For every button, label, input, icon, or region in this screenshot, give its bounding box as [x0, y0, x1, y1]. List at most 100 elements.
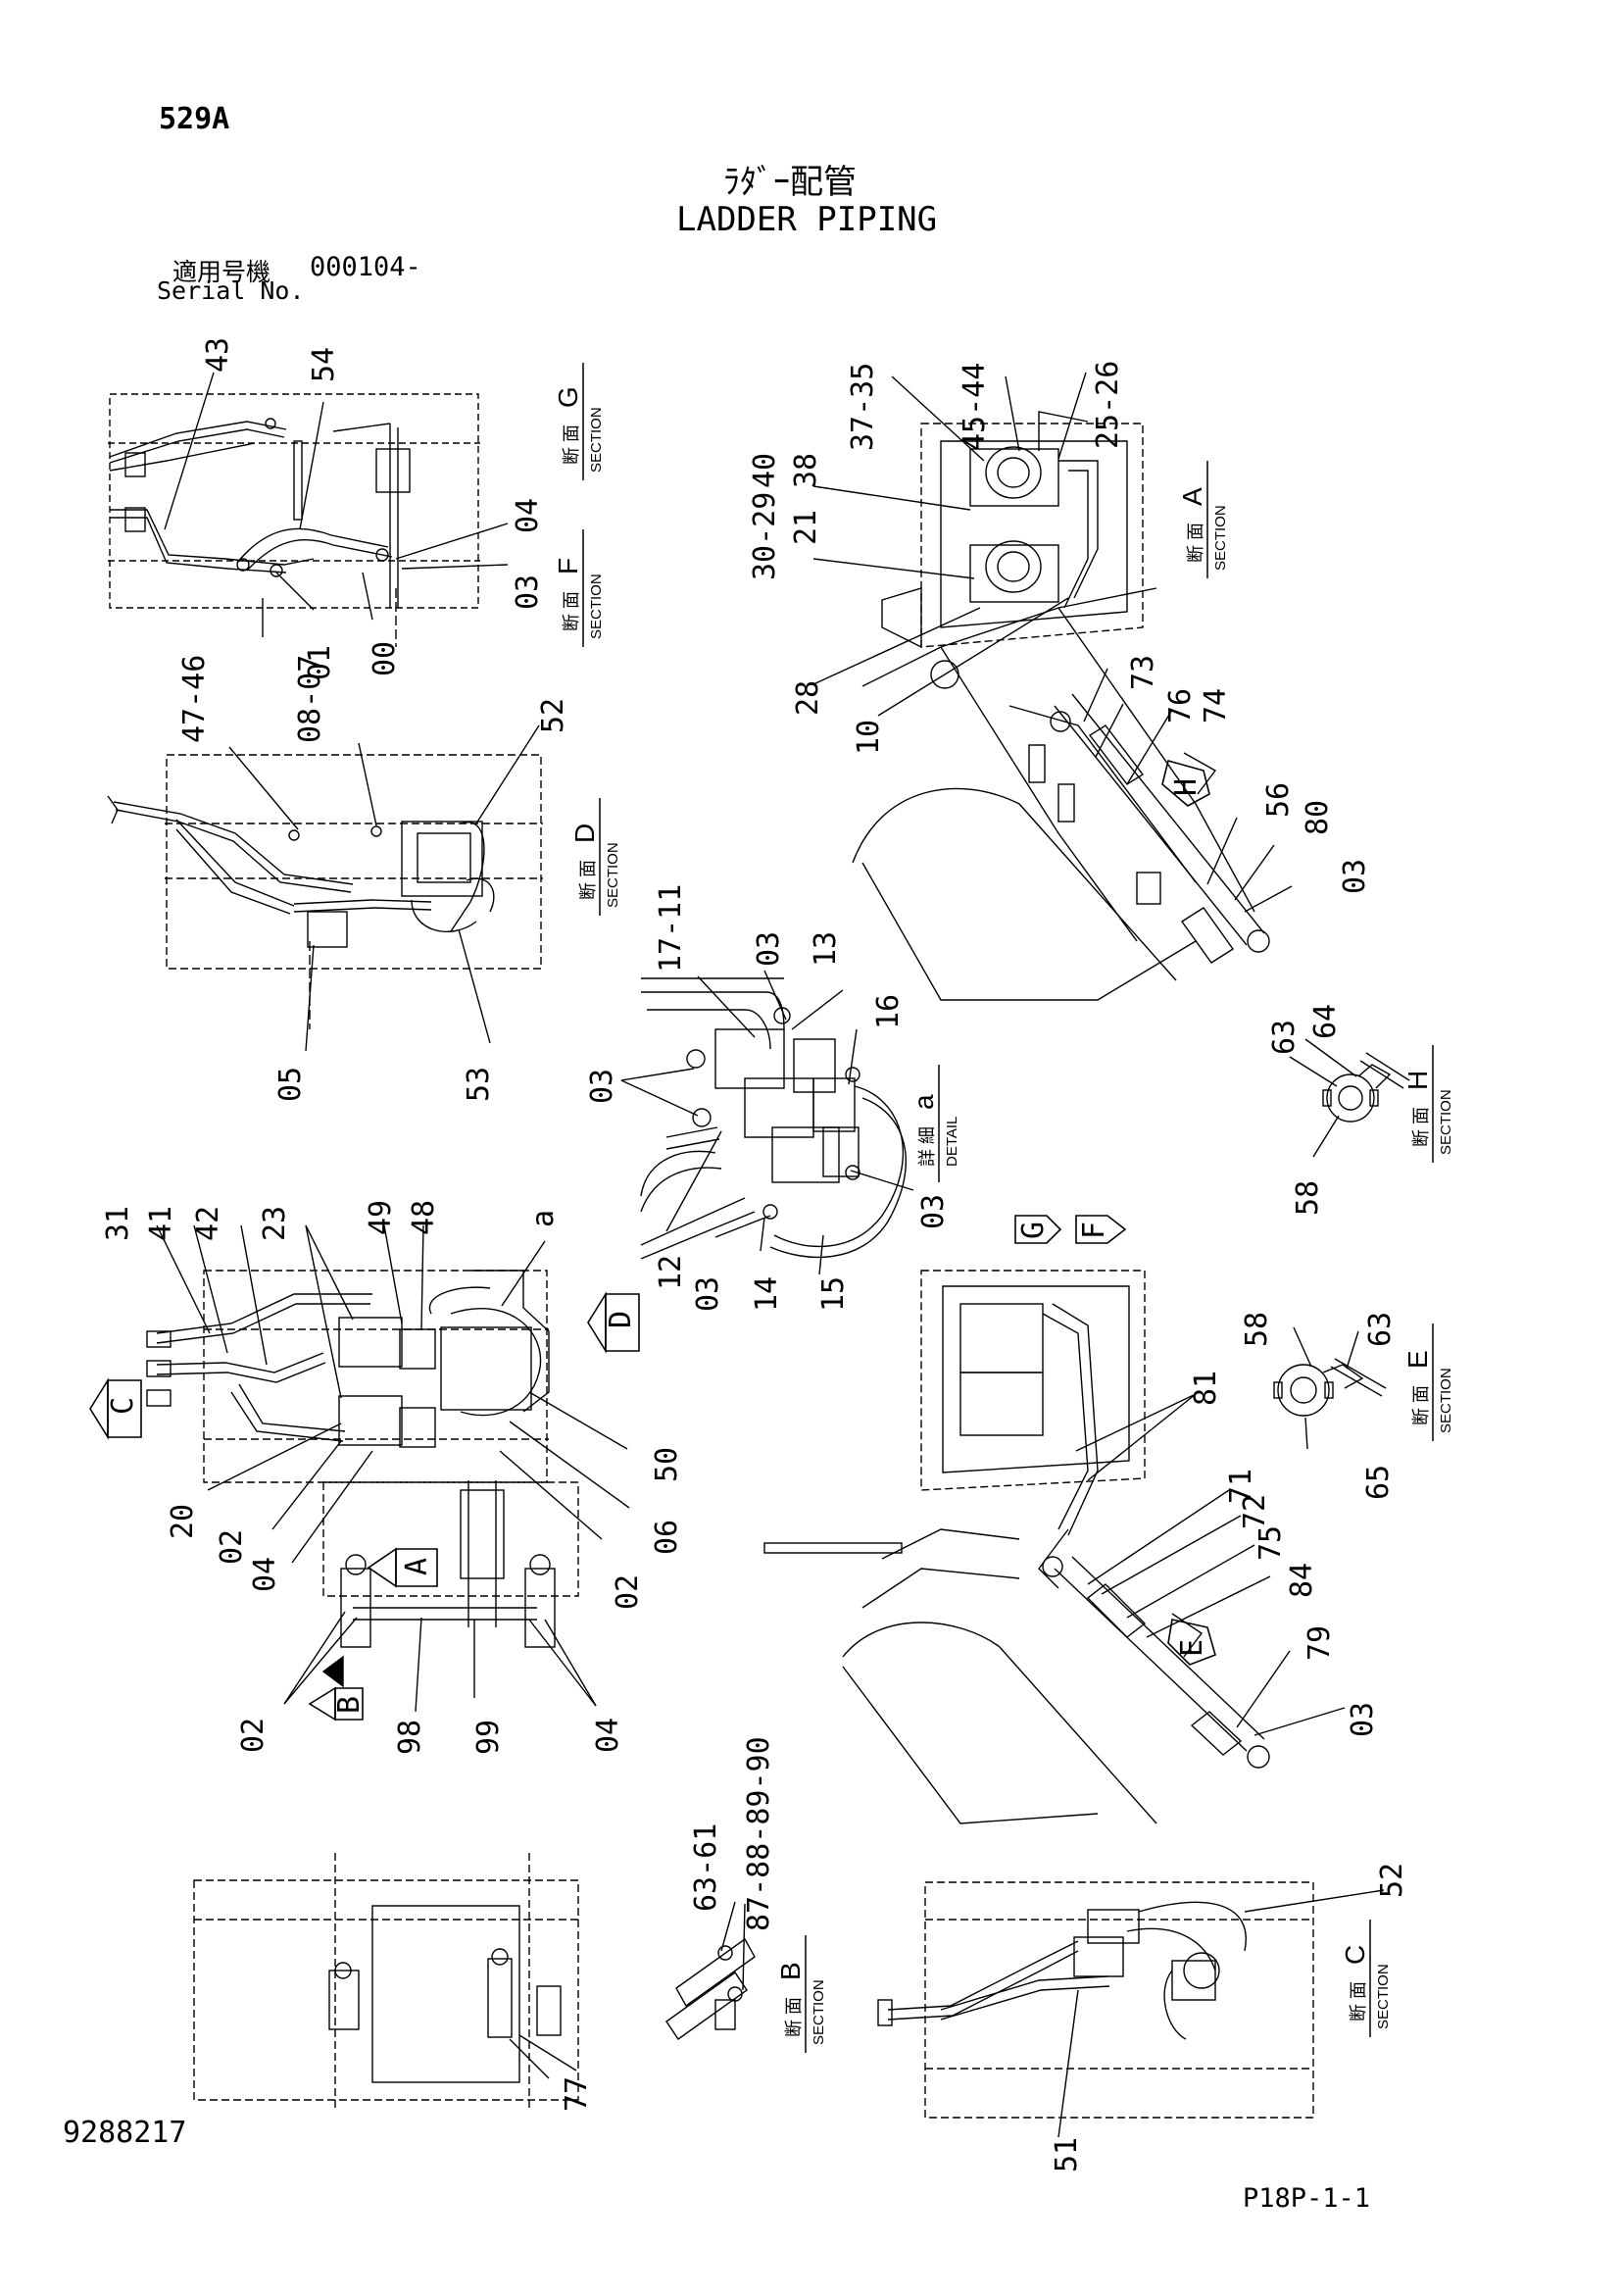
- section-label-d: 断 面 SECTION D: [569, 798, 621, 916]
- part-label: 03: [585, 1069, 619, 1104]
- part-label: 80: [1301, 800, 1335, 835]
- view-marker-letter-d: D: [604, 1311, 638, 1328]
- section-en: SECTION: [1212, 505, 1229, 571]
- view-marker-e: [1167, 1619, 1216, 1666]
- section-label-f: 断 面 SECTION F: [553, 529, 605, 647]
- section-jp: 断 面: [1186, 523, 1205, 563]
- view-main-plan: [146, 1270, 579, 1648]
- view-marker-f: [1075, 1215, 1127, 1244]
- part-label: a: [526, 1210, 561, 1227]
- part-label: 58: [1291, 1180, 1325, 1216]
- part-label: 08-07: [293, 655, 327, 743]
- part-label: 98: [393, 1720, 427, 1755]
- part-label: 21: [789, 510, 823, 545]
- part-label: 17-11: [654, 884, 688, 973]
- title-english: LADDER PIPING: [676, 200, 938, 239]
- view-marker-letter-f: F: [1077, 1222, 1111, 1239]
- section-jp: 詳 細: [917, 1126, 937, 1167]
- view-marker-a: [367, 1547, 438, 1588]
- section-letter: C: [1340, 1945, 1370, 1965]
- section-label-a: 断 面 SECTION A: [1177, 461, 1229, 578]
- part-label: 53: [462, 1067, 496, 1102]
- part-label: 03: [511, 574, 545, 610]
- view-marker-d: [587, 1291, 640, 1354]
- part-label: 52: [536, 698, 570, 733]
- part-label: 03: [1346, 1702, 1380, 1737]
- view-section-b: [665, 1937, 756, 2040]
- part-label: 71: [1224, 1469, 1258, 1504]
- part-label: 63: [1363, 1312, 1398, 1347]
- view-section-a: [852, 411, 1270, 1001]
- page-ref: P18P-1-1: [1243, 2183, 1371, 2214]
- part-label: 23: [258, 1206, 292, 1241]
- section-label-b: 断 面 SECTION B: [775, 1935, 827, 2053]
- part-label: 16: [871, 994, 906, 1029]
- cut-line-arrows: [321, 752, 1217, 1688]
- view-marker-c: [89, 1377, 142, 1440]
- section-jp: 断 面: [1411, 1107, 1431, 1147]
- part-label: 20: [166, 1504, 200, 1539]
- part-label: 51: [1050, 2137, 1084, 2172]
- part-label: 02: [215, 1529, 249, 1565]
- section-en: DETAIL: [944, 1117, 960, 1167]
- part-label: 63: [1267, 1020, 1302, 1055]
- part-label: 72: [1238, 1494, 1272, 1529]
- section-letter: a: [909, 1094, 939, 1110]
- part-label: 05: [273, 1067, 308, 1102]
- part-label: 73: [1126, 655, 1160, 690]
- section-en: SECTION: [1375, 1964, 1392, 2029]
- view-marker-letter-c: C: [106, 1397, 140, 1415]
- part-label: 64: [1308, 1004, 1343, 1039]
- view-section-c: [877, 1881, 1314, 2119]
- part-label: 74: [1199, 688, 1233, 724]
- part-label: 13: [809, 931, 843, 967]
- doc-number: 9288217: [63, 2116, 187, 2150]
- part-label: 04: [248, 1557, 282, 1592]
- part-label: 43: [201, 337, 235, 373]
- part-label: 04: [511, 498, 545, 533]
- part-label: 41: [144, 1206, 178, 1241]
- part-label: 02: [611, 1574, 645, 1610]
- part-label: 02: [236, 1718, 270, 1753]
- section-letter: F: [553, 558, 583, 574]
- view-section-e-f: [763, 1270, 1270, 1824]
- section-en: SECTION: [588, 574, 605, 639]
- part-label: 45-44: [958, 363, 992, 451]
- view-marker-letter-a: A: [400, 1558, 434, 1575]
- part-label: 65: [1361, 1465, 1396, 1500]
- part-label: 40: [748, 453, 782, 488]
- part-label: 00: [368, 641, 402, 676]
- section-label-h: 断 面 SECTION H: [1402, 1045, 1454, 1163]
- view-bottom-plan: [193, 1853, 579, 2108]
- part-label: 63-61: [689, 1823, 723, 1912]
- view-marker-letter-b: B: [332, 1696, 367, 1714]
- part-label: 31: [101, 1206, 135, 1241]
- part-label: 75: [1253, 1525, 1288, 1561]
- part-label: 54: [307, 347, 341, 382]
- section-label-e: 断 面 SECTION E: [1402, 1323, 1454, 1441]
- section-jp: 断 面: [562, 424, 581, 465]
- part-label: 03: [916, 1194, 951, 1229]
- part-label: 15: [816, 1276, 851, 1312]
- view-markers: [89, 760, 1216, 1722]
- section-labels: 断 面 SECTION G 断 面 SECTION F 断 面 SECTION …: [553, 363, 1454, 2053]
- part-label: 37-35: [846, 363, 880, 451]
- page-code: 529A: [159, 102, 230, 136]
- view-marker-letter-e: E: [1175, 1639, 1209, 1657]
- section-label-detail-a: 詳 細 DETAIL a: [909, 1065, 960, 1182]
- section-en: SECTION: [1438, 1368, 1454, 1433]
- part-label: 25-26: [1091, 361, 1125, 449]
- view-marker-b: [308, 1686, 364, 1722]
- serial-value: 000104-: [310, 252, 421, 282]
- part-label: 76: [1163, 688, 1198, 724]
- part-label: 47-46: [177, 655, 212, 743]
- view-section-d: [107, 754, 543, 1029]
- section-letter: G: [553, 386, 583, 408]
- part-label: 87-88-89-90: [742, 1736, 776, 1931]
- part-label: 03: [1338, 859, 1372, 894]
- section-letter: A: [1177, 487, 1207, 506]
- section-jp: 断 面: [562, 591, 581, 631]
- part-label: 42: [191, 1206, 225, 1241]
- view-section-e: [1273, 1358, 1387, 1417]
